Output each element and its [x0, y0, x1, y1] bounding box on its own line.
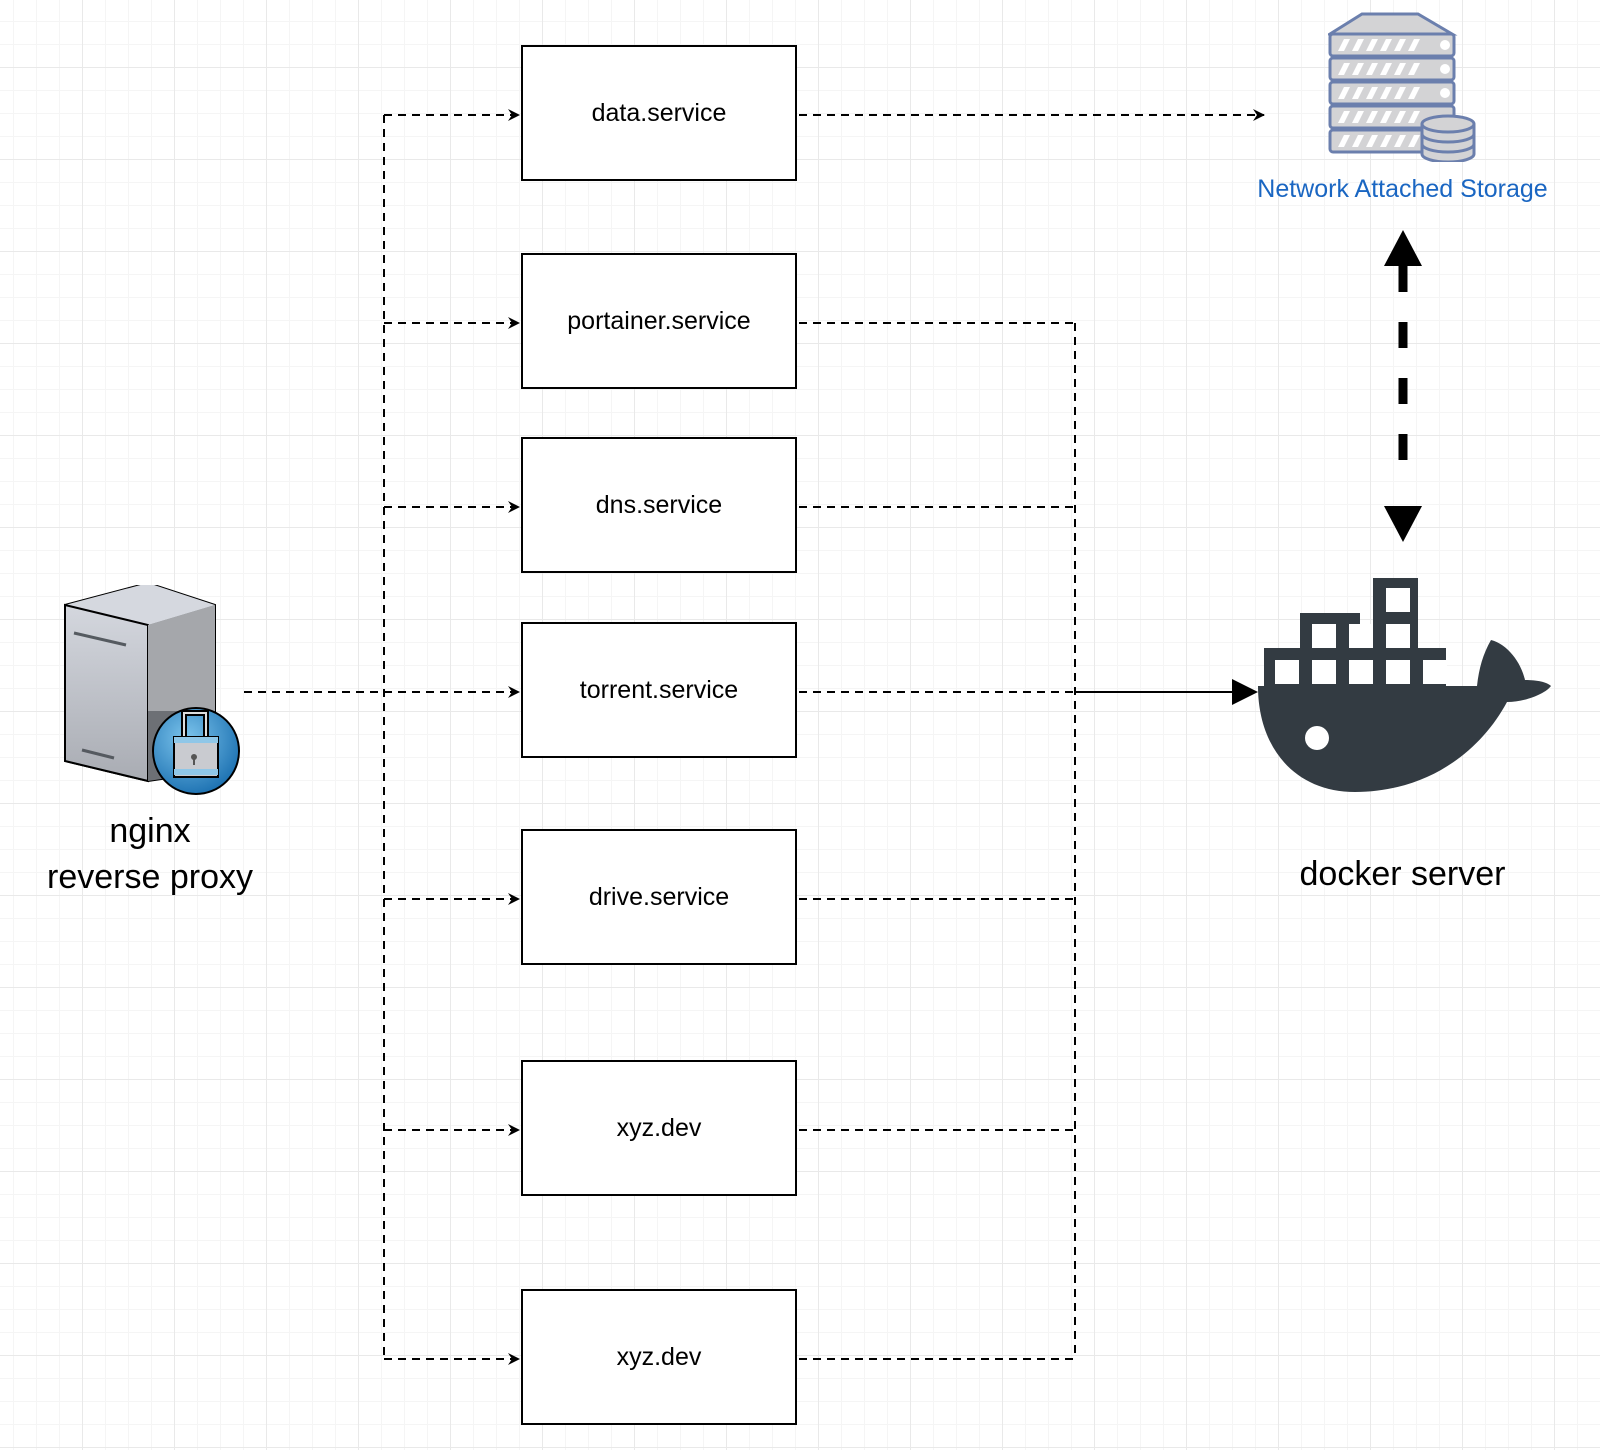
proxy-label-line2: reverse proxy [47, 858, 253, 896]
edge-docker-nas-bidirectional [1384, 230, 1422, 542]
docker-whale-icon[interactable] [1255, 576, 1555, 803]
service-box-torrent[interactable]: torrent.service [521, 622, 797, 758]
service-box-drive[interactable]: drive.service [521, 829, 797, 965]
service-label: torrent.service [579, 675, 739, 704]
service-label: dns.service [595, 490, 723, 519]
nas-label: Network Attached Storage [1257, 175, 1548, 203]
service-label: xyz.dev [616, 1113, 702, 1142]
proxy-label: nginx reverse proxy [20, 808, 280, 900]
service-box-portainer[interactable]: portainer.service [521, 253, 797, 389]
docker-label: docker server [1299, 855, 1506, 893]
service-label: portainer.service [567, 306, 751, 335]
service-box-data[interactable]: data.service [521, 45, 797, 181]
nas-storage-icon[interactable] [1324, 12, 1478, 164]
proxy-label-line1: nginx [109, 812, 191, 850]
service-box-dns[interactable]: dns.service [521, 437, 797, 573]
service-box-xyz-dev-1[interactable]: xyz.dev [521, 1060, 797, 1196]
service-label: xyz.dev [616, 1342, 702, 1371]
service-box-xyz-dev-2[interactable]: xyz.dev [521, 1289, 797, 1425]
service-label: drive.service [588, 882, 730, 911]
service-label: data.service [591, 98, 727, 127]
server-lock-icon[interactable] [60, 581, 245, 795]
